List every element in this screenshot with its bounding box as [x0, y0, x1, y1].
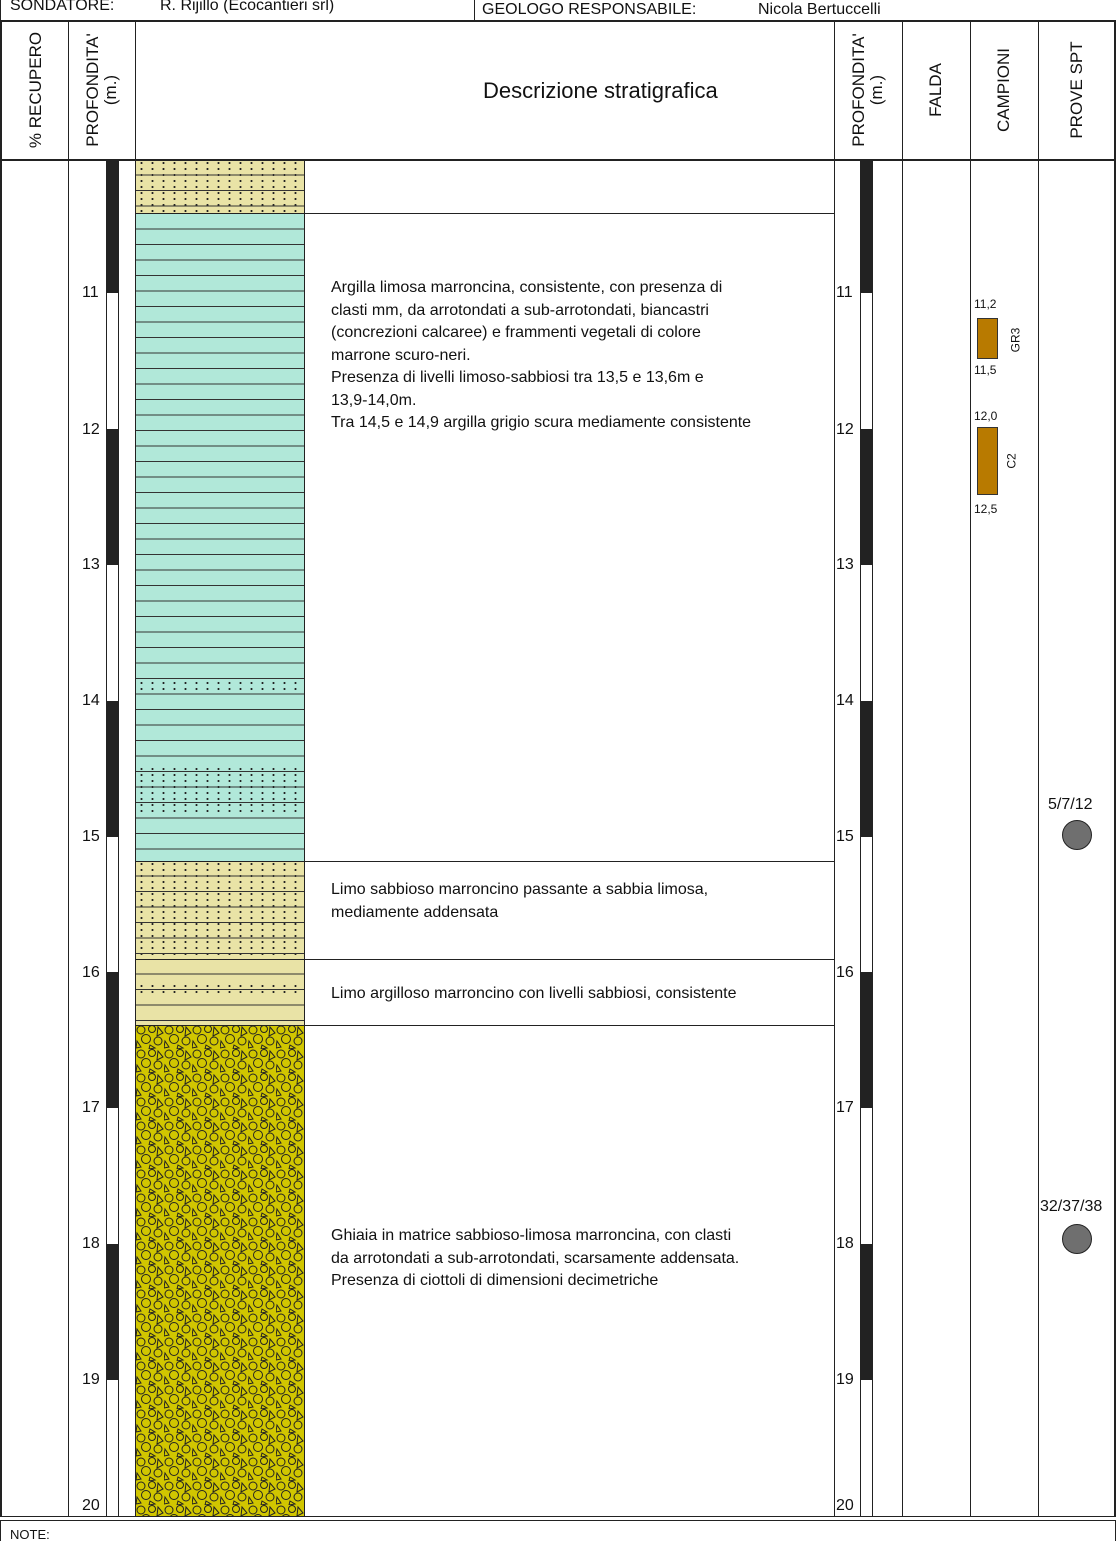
depth-bar-left-segment [106, 972, 119, 1108]
depth-tick-right: 16 [836, 964, 854, 981]
layer-fill-clay [136, 214, 304, 861]
col-line [872, 160, 873, 1516]
col-header-prove-spt: PROVE SPT [1067, 41, 1087, 139]
col-header-campioni: CAMPIONI [994, 47, 1014, 133]
layer-fill-top-silt-lines [136, 160, 304, 214]
depth-tick-left: 20 [82, 1497, 100, 1514]
depth-tick-left: 17 [82, 1099, 100, 1116]
layer-description-sandy-silt: Limo sabbioso marroncino passante a sabb… [331, 881, 709, 921]
depth-tick-right: 11 [836, 284, 853, 301]
layer-fill-clay-silty-band-1 [136, 680, 304, 692]
spt-marker [1062, 1224, 1092, 1254]
layer-boundary [136, 213, 834, 214]
col-line [304, 160, 305, 1516]
depth-tick-left: 11 [82, 284, 99, 301]
col-line [118, 160, 119, 1516]
col-line [0, 21, 2, 1516]
sample-bottom-depth: 11,5 [974, 363, 997, 377]
depth-bar-right-segment [860, 429, 873, 565]
layer-fill-clay-silty-band-2 [136, 766, 304, 816]
depth-bar-right-segment [860, 160, 873, 293]
depth-tick-left: 16 [82, 964, 100, 981]
geologo-label: GEOLOGO RESPONSABILE: [482, 1, 697, 18]
col-header-recupero: % RECUPERO [26, 31, 46, 149]
sample-box-gr3 [977, 318, 998, 359]
col-line [68, 21, 69, 1516]
layer-fill-clayey-silt-sandy-band [136, 983, 304, 997]
depth-tick-left: 19 [82, 1371, 100, 1388]
layer-fill-gravel [136, 1025, 304, 1516]
depth-tick-left: 15 [82, 828, 100, 845]
depth-tick-right: 19 [836, 1371, 854, 1388]
sample-code: C2 [1004, 453, 1019, 469]
notes-box-top [0, 1520, 1116, 1521]
col-line [902, 21, 903, 1516]
col-line [1038, 21, 1039, 1516]
depth-bar-left-segment [106, 429, 119, 565]
frame-top-line [0, 20, 1116, 22]
header-split-line [474, 0, 475, 21]
sample-bottom-depth: 12,5 [974, 502, 998, 516]
spt-marker [1062, 820, 1092, 850]
layer-description-clay: Argilla limosa marroncina, consistente, … [331, 279, 752, 431]
col-header-profondita-left: PROFONDITA' (m.) [83, 33, 120, 147]
depth-tick-right: 18 [836, 1235, 854, 1252]
frame-bottom-line [0, 1516, 1116, 1517]
depth-bar-left-segment [106, 701, 119, 837]
depth-bar-right-segment [860, 972, 873, 1108]
sondatore-value: R. Rijillo (Ecocantieri srl) [160, 0, 335, 14]
col-line [834, 21, 835, 1516]
depth-tick-left: 12 [82, 421, 100, 438]
col-header-profondita-right: PROFONDITA' (m.) [849, 33, 886, 147]
layer-description-gravel: Ghiaia in matrice sabbioso-limosa marron… [331, 1227, 740, 1289]
layer-boundary [136, 861, 834, 862]
depth-bar-right-segment [860, 1244, 873, 1380]
geologo-value: Nicola Bertuccelli [758, 1, 881, 18]
sample-code: GR3 [1008, 327, 1023, 353]
sample-top-depth: 11,2 [974, 297, 997, 311]
depth-tick-left: 13 [82, 556, 100, 573]
depth-tick-right: 15 [836, 828, 854, 845]
spt-value: 32/37/38 [1040, 1198, 1103, 1215]
col-header-descrizione: Descrizione stratigrafica [483, 78, 718, 103]
col-line [1114, 21, 1116, 1516]
col-line [970, 21, 971, 1516]
layer-boundary [136, 959, 834, 960]
layer-fill-sandy-silt-lines [136, 861, 304, 959]
notes-box-left [0, 1520, 1, 1541]
spt-value: 5/7/12 [1048, 796, 1093, 813]
depth-tick-right: 14 [836, 692, 854, 709]
col-line [135, 21, 136, 1516]
depth-bar-right-segment [860, 701, 873, 837]
sample-box-c2 [977, 427, 998, 495]
notes-label: NOTE: [10, 1527, 50, 1542]
col-header-falda: FALDA [926, 63, 946, 117]
frame-header-bottom-line [0, 159, 1116, 161]
depth-tick-left: 14 [82, 692, 100, 709]
depth-tick-right: 17 [836, 1099, 854, 1116]
header-left-edge [0, 0, 1, 21]
col-line [860, 160, 861, 1516]
depth-bar-left-segment [106, 1244, 119, 1380]
depth-tick-left: 18 [82, 1235, 100, 1252]
col-line [106, 160, 107, 1516]
depth-tick-right: 20 [836, 1497, 854, 1514]
sample-top-depth: 12,0 [974, 409, 998, 423]
layer-boundary [136, 1025, 834, 1026]
depth-tick-right: 12 [836, 421, 854, 438]
depth-tick-right: 13 [836, 556, 854, 573]
depth-bar-left-segment [106, 160, 119, 293]
layer-description-clayey-silt: Limo argilloso marroncino con livelli sa… [331, 985, 737, 1002]
sondatore-label: SONDATORE: [10, 0, 115, 14]
